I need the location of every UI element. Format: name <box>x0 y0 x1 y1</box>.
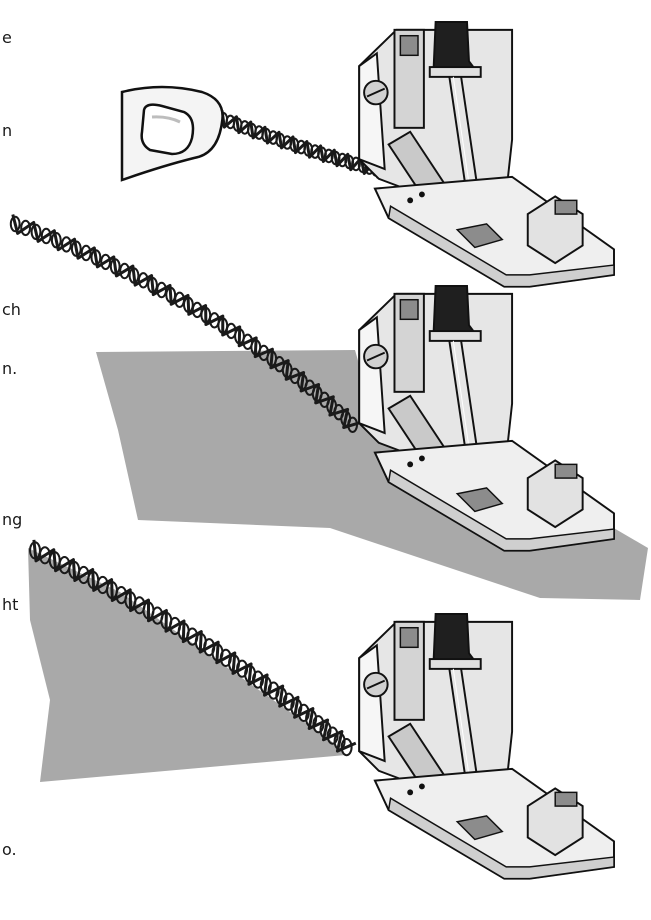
presser-foot-icon <box>358 613 615 880</box>
twisted-cord-icon <box>9 105 389 757</box>
text-fragment-8: o. <box>2 840 17 859</box>
text-fragment-4: n. <box>2 359 18 378</box>
presser-foot-icon <box>358 21 615 288</box>
finger-icon <box>120 85 225 182</box>
text-fragment-3: ch <box>2 300 21 319</box>
text-fragment-2: n <box>2 121 13 140</box>
text-fragment-6: ht <box>2 595 19 614</box>
fabric-piece-icon <box>28 548 346 782</box>
text-fragment-5: ng <box>2 510 23 529</box>
text-fragment-1: e <box>2 28 12 47</box>
